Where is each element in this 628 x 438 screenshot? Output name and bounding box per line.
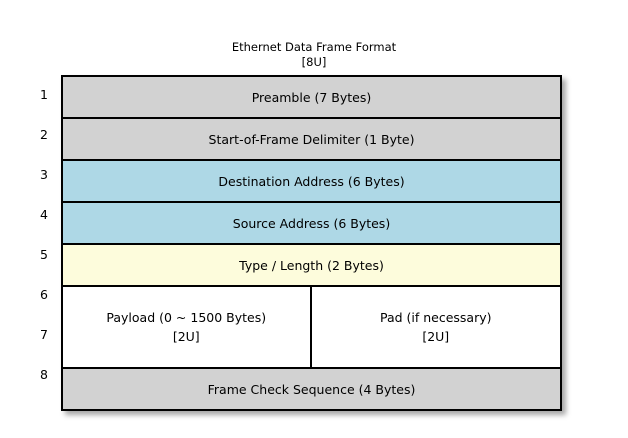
ethernet-frame-table: Preamble (7 Bytes) Start-of-Frame Delimi… (61, 75, 562, 411)
frame-field-payload-label: Payload (0 ~ 1500 Bytes) (106, 310, 267, 325)
frame-field-start-of-frame-delimiter: Start-of-Frame Delimiter (1 Byte) (63, 119, 560, 159)
frame-field-payload: Payload (0 ~ 1500 Bytes) [2U] (63, 287, 312, 367)
frame-field-pad: Pad (if necessary) [2U] (311, 287, 560, 367)
frame-field-source-address: Source Address (6 Bytes) (63, 203, 560, 243)
row-index-4: 4 (40, 207, 48, 222)
row-index-gutter: 1 2 3 4 5 6 7 8 (33, 75, 55, 395)
frame-row-frame-check-sequence: Frame Check Sequence (4 Bytes) (63, 369, 560, 409)
row-index-5: 5 (40, 247, 48, 262)
frame-field-type-length: Type / Length (2 Bytes) (63, 245, 560, 285)
frame-field-frame-check-sequence: Frame Check Sequence (4 Bytes) (63, 369, 560, 409)
frame-field-payload-sublabel: [2U] (172, 329, 200, 344)
row-index-8: 8 (40, 367, 48, 382)
frame-row-type-length: Type / Length (2 Bytes) (63, 245, 560, 287)
frame-row-payload-pad: Payload (0 ~ 1500 Bytes) [2U] Pad (if ne… (63, 287, 560, 369)
diagram-title-subtitle: [8U] (301, 55, 327, 69)
row-index-6: 6 (40, 287, 48, 302)
row-index-1: 1 (40, 87, 48, 102)
frame-field-pad-label: Pad (if necessary) (379, 310, 492, 325)
frame-field-pad-sublabel: [2U] (422, 329, 450, 344)
diagram-title: Ethernet Data Frame Format [8U] (0, 40, 628, 70)
frame-field-preamble: Preamble (7 Bytes) (63, 77, 560, 117)
row-index-2: 2 (40, 127, 48, 142)
row-index-3: 3 (40, 167, 48, 182)
frame-row-source-address: Source Address (6 Bytes) (63, 203, 560, 245)
diagram-title-main: Ethernet Data Frame Format (231, 40, 397, 54)
row-index-7: 7 (40, 327, 48, 342)
frame-row-start-of-frame-delimiter: Start-of-Frame Delimiter (1 Byte) (63, 119, 560, 161)
frame-row-preamble: Preamble (7 Bytes) (63, 77, 560, 119)
frame-field-destination-address: Destination Address (6 Bytes) (63, 161, 560, 201)
frame-row-destination-address: Destination Address (6 Bytes) (63, 161, 560, 203)
